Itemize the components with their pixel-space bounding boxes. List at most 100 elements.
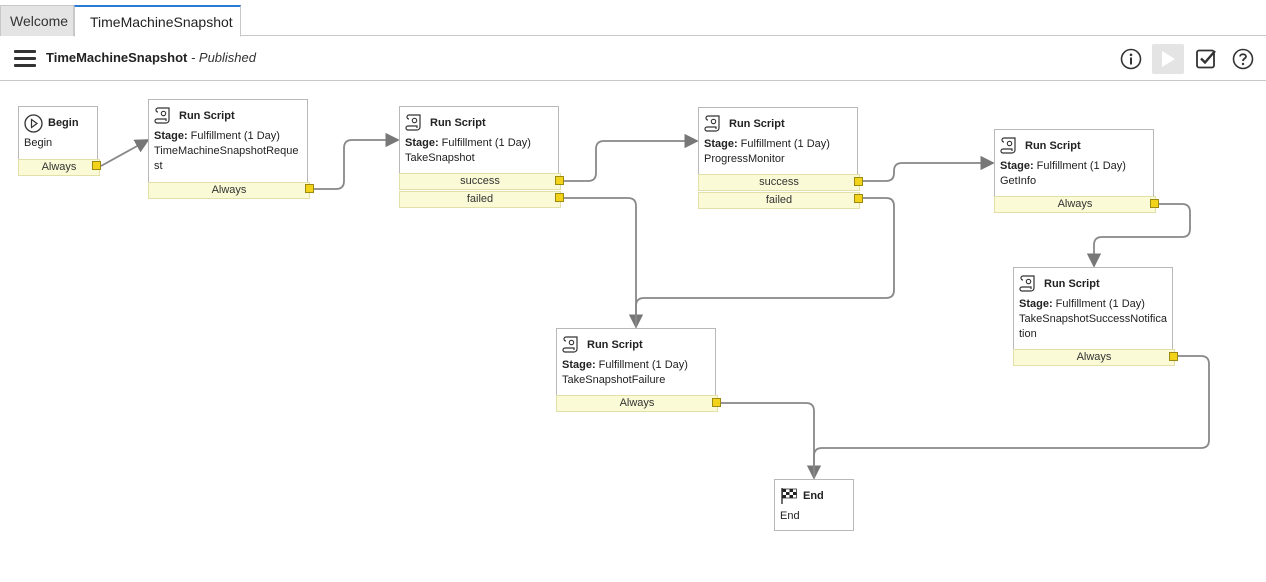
tab-active-label: TimeMachineSnapshot [90,13,233,30]
tab-welcome[interactable]: Welcome [0,5,74,36]
run-script-node-5[interactable]: Run Script Stage: Fulfillment (1 Day)Tak… [1013,267,1173,351]
run-script-node-4[interactable]: Run Script Stage: Fulfillment (1 Day)Get… [994,129,1154,197]
script2-port-success[interactable]: success [399,173,561,190]
script5-port-always[interactable]: Always [1013,349,1175,366]
stage-label: Stage: [704,138,738,150]
edge-script2-failure [564,197,644,329]
edge-script4-script5 [1086,203,1191,268]
checkered-flag-icon [781,488,797,504]
node-header: Run Script [562,335,715,355]
script2-success-handle[interactable] [555,176,564,185]
node-body: Stage: Fulfillment (1 Day)TakeSnapshotSu… [1014,297,1172,342]
stage-value: Fulfillment (1 Day) [595,359,688,371]
begin-node[interactable]: Begin Begin [18,106,98,160]
node-header: Run Script [154,106,307,126]
node-header: Run Script [405,113,558,133]
edge-script1-script2 [314,132,400,190]
edge-begin-script1 [100,139,150,167]
script-scroll-icon [1000,137,1016,154]
edge-script3-failure [635,197,895,327]
port-label: Always [1076,351,1112,363]
stage-value: Fulfillment (1 Day) [1052,298,1145,310]
node-title: Run Script [1025,140,1081,152]
run-script-node-3[interactable]: Run Script Stage: Fulfillment (1 Day) Pro… [698,107,858,175]
script3-failed-handle[interactable] [854,194,863,203]
port-label: failed [466,193,494,205]
node-header: Run Script [1000,136,1153,156]
script1-port-always[interactable]: Always [148,182,310,199]
script-name: GetInfo [1000,175,1037,187]
info-icon [1120,48,1142,70]
validate-button[interactable] [1190,44,1222,74]
script1-port-handle[interactable] [305,184,314,193]
node-header: Run Script [1019,274,1172,294]
menu-icon[interactable] [14,50,36,68]
node-title: Run Script [430,117,486,129]
script3-port-success[interactable]: success [698,174,860,191]
run-button[interactable] [1152,44,1184,74]
edge-script3-script4 [863,155,995,182]
port-label: Always [211,184,247,196]
play-circle-icon [24,113,43,133]
end-node[interactable]: End End [774,479,854,531]
node-body: Stage: Fulfillment (1 Day)TimeMachineSna… [149,129,307,174]
script-name: ProgressMonitor [704,153,785,165]
script4-port-handle[interactable] [1150,199,1159,208]
begin-port-handle[interactable] [92,161,101,170]
workflow-name: TimeMachineSnapshot [46,50,188,65]
node-body: Stage: Fulfillment (1 Day) TakeSnapshotFa… [557,358,715,388]
node-body: Stage: Fulfillment (1 Day)TakeSnapshot [400,136,558,166]
run-script-node-1[interactable]: Run Script Stage: Fulfillment (1 Day)Tim… [148,99,308,183]
node-title: Run Script [587,339,643,351]
stage-value: Fulfillment (1 Day) [187,130,280,142]
script3-port-failed[interactable]: failed [698,192,860,209]
begin-node-title: Begin [48,117,79,129]
script6-port-always[interactable]: Always [556,395,718,412]
stage-value: Fulfillment (1 Day) [438,137,531,149]
stage-label: Stage: [1000,160,1034,172]
help-icon [1232,48,1254,70]
script-scroll-icon [1019,275,1035,292]
help-button[interactable] [1227,44,1259,74]
page-title: TimeMachineSnapshot - Published [46,50,256,65]
end-node-header: End [780,486,853,506]
node-body: Stage: Fulfillment (1 Day) ProgressMonito… [699,137,857,167]
run-script-node-6[interactable]: Run Script Stage: Fulfillment (1 Day) Tak… [556,328,716,396]
script5-port-handle[interactable] [1169,352,1178,361]
port-label: Always [1057,198,1093,210]
tab-time-machine-snapshot[interactable]: TimeMachineSnapshot [74,5,241,37]
edge-script2-script3 [564,133,699,182]
script-scroll-icon [562,336,578,353]
end-node-title: End [803,490,824,502]
run-script-node-2[interactable]: Run Script Stage: Fulfillment (1 Day)Tak… [399,106,559,174]
port-label: Always [41,161,77,173]
port-label: success [759,176,799,188]
info-button[interactable] [1115,44,1147,74]
stage-label: Stage: [562,359,596,371]
check-icon [1196,49,1216,69]
script2-port-failed[interactable]: failed [399,191,561,208]
stage-value: Fulfillment (1 Day) [737,138,830,150]
workflow-header: TimeMachineSnapshot - Published [0,36,1266,81]
script-scroll-icon [154,107,170,124]
stage-label: Stage: [154,130,188,142]
script-name: TakeSnapshotSuccessNotification [1019,313,1167,340]
script-name: TakeSnapshot [405,152,475,164]
node-title: Run Script [179,110,235,122]
node-title: Run Script [729,118,785,130]
script-name: TakeSnapshotFailure [562,374,666,386]
end-node-label: End [780,510,800,522]
port-label: failed [765,194,793,206]
script3-success-handle[interactable] [854,177,863,186]
edge-script5-end [813,355,1210,478]
node-body: Stage: Fulfillment (1 Day)GetInfo [995,159,1153,189]
script2-failed-handle[interactable] [555,193,564,202]
tab-welcome-label: Welcome [10,13,69,29]
port-label: Always [619,397,655,409]
script-scroll-icon [405,114,421,131]
script6-port-handle[interactable] [712,398,721,407]
publish-status: - Published [187,50,256,65]
script4-port-always[interactable]: Always [994,196,1156,213]
begin-port-always[interactable]: Always [18,159,100,176]
begin-node-label: Begin [24,137,53,149]
